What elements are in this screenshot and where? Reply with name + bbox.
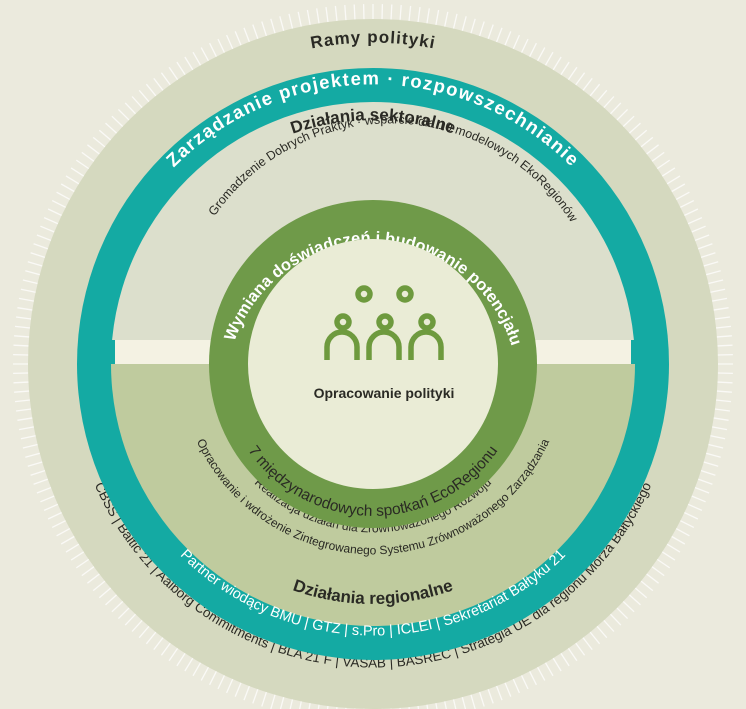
policy-development-label: Opracowanie polityki — [314, 385, 455, 401]
people-group-icon — [324, 285, 444, 360]
policy-development-core — [248, 239, 498, 489]
